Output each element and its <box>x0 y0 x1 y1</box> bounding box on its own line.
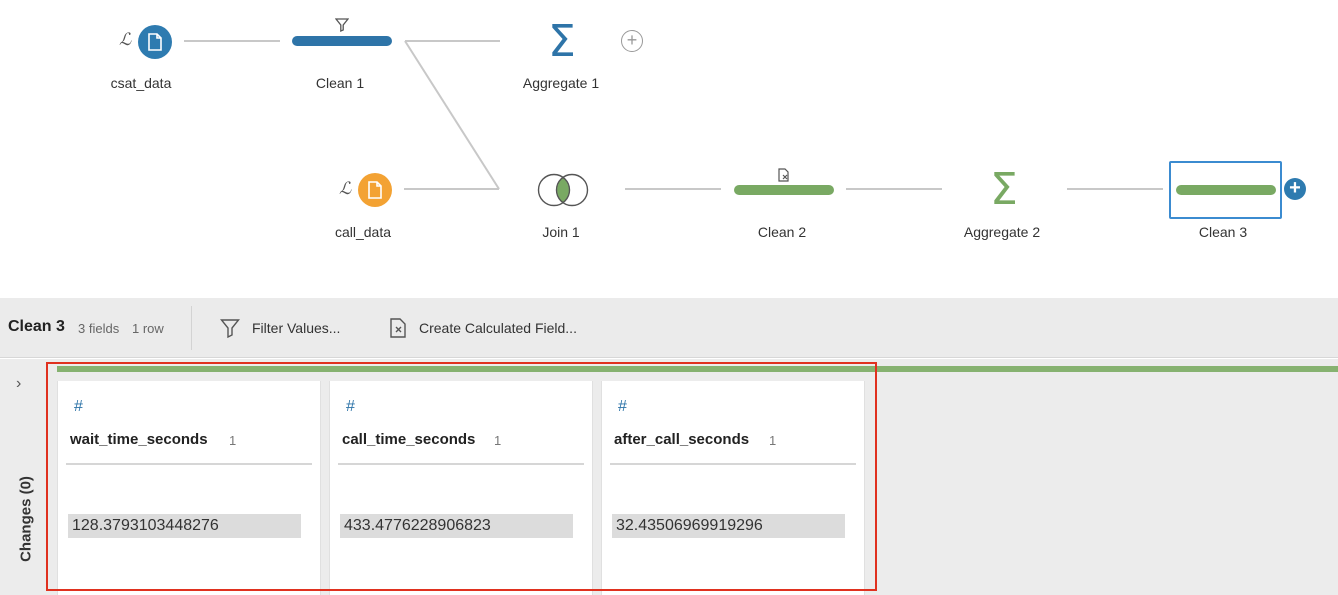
value-bar[interactable]: 433.4776228906823 <box>340 514 573 538</box>
flow-connectors <box>184 40 1163 190</box>
flow-canvas[interactable]: ℒ csat_data Clean 1 Σ Aggregate 1 + ℒ ca… <box>0 0 1338 298</box>
field-distinct-count: 1 <box>494 433 502 448</box>
value-bar[interactable]: 32.43506969919296 <box>612 514 845 538</box>
step-color-strip <box>57 366 1338 372</box>
filter-icon <box>220 319 240 338</box>
changes-label: Changes (0) <box>17 476 35 562</box>
clean-step-bar <box>1176 185 1276 195</box>
profile-card-wait-time-seconds[interactable]: # wait_time_seconds 1 128.3793103448276 <box>57 381 321 595</box>
node-label-call-data: call_data <box>334 224 392 240</box>
document-icon <box>358 173 392 207</box>
profile-card-call-time-seconds[interactable]: # call_time_seconds 1 433.4776228906823 <box>329 381 593 595</box>
field-distinct-count: 1 <box>229 433 237 448</box>
join-venn-icon <box>537 173 589 207</box>
node-label-clean-3: Clean 3 <box>1198 224 1248 240</box>
create-calculated-field-button[interactable]: Create Calculated Field... <box>389 314 577 342</box>
number-type-icon[interactable]: # <box>74 398 83 415</box>
sigma-icon: Σ <box>990 164 1018 215</box>
clean-step-bar <box>292 36 392 46</box>
node-label-aggregate-1: Aggregate 1 <box>522 75 600 91</box>
calculated-field-icon <box>390 318 406 338</box>
selection-box <box>1169 161 1282 219</box>
card-divider <box>66 463 312 465</box>
connector-clean1-join1 <box>404 40 500 190</box>
field-name[interactable]: call_time_seconds <box>342 431 476 448</box>
add-step-plus-icon[interactable]: + <box>1284 178 1306 200</box>
chevron-right-icon[interactable]: › <box>16 375 22 392</box>
card-divider <box>610 463 856 465</box>
node-label-clean-1: Clean 1 <box>315 75 365 91</box>
calculated-field-icon <box>778 168 789 182</box>
step-toolbar: Clean 3 3 fields 1 row Filter Values... … <box>0 298 1338 358</box>
profile-pane: › Changes (0) # wait_time_seconds 1 128.… <box>0 359 1338 595</box>
script-fx-icon: ℒ <box>339 179 352 199</box>
filter-values-button[interactable]: Filter Values... <box>220 314 340 342</box>
field-count: 3 fields <box>78 321 120 336</box>
filter-values-label: Filter Values... <box>252 320 341 336</box>
sigma-icon: Σ <box>548 16 576 67</box>
profile-card-after-call-seconds[interactable]: # after_call_seconds 1 32.43506969919296 <box>601 381 865 595</box>
document-icon <box>138 25 172 59</box>
clean-step-bar <box>734 185 834 195</box>
row-count: 1 row <box>132 321 164 336</box>
node-label-clean-2: Clean 2 <box>757 224 807 240</box>
add-step-plus-icon[interactable]: + <box>621 30 643 52</box>
node-label-join-1: Join 1 <box>542 224 580 240</box>
field-distinct-count: 1 <box>769 433 777 448</box>
script-fx-icon: ℒ <box>119 30 132 50</box>
changes-panel-toggle[interactable]: › Changes (0) <box>0 359 47 595</box>
number-type-icon[interactable]: # <box>346 398 355 415</box>
field-name[interactable]: wait_time_seconds <box>70 431 208 448</box>
step-title: Clean 3 <box>8 318 65 335</box>
value-bar[interactable]: 128.3793103448276 <box>68 514 301 538</box>
card-divider <box>338 463 584 465</box>
create-calculated-field-label: Create Calculated Field... <box>419 320 577 336</box>
field-name[interactable]: after_call_seconds <box>614 431 750 448</box>
toolbar-divider <box>191 306 192 350</box>
node-label-csat-data: csat_data <box>110 75 172 91</box>
node-label-aggregate-2: Aggregate 2 <box>963 224 1041 240</box>
filter-icon <box>335 18 349 32</box>
number-type-icon[interactable]: # <box>618 398 627 415</box>
